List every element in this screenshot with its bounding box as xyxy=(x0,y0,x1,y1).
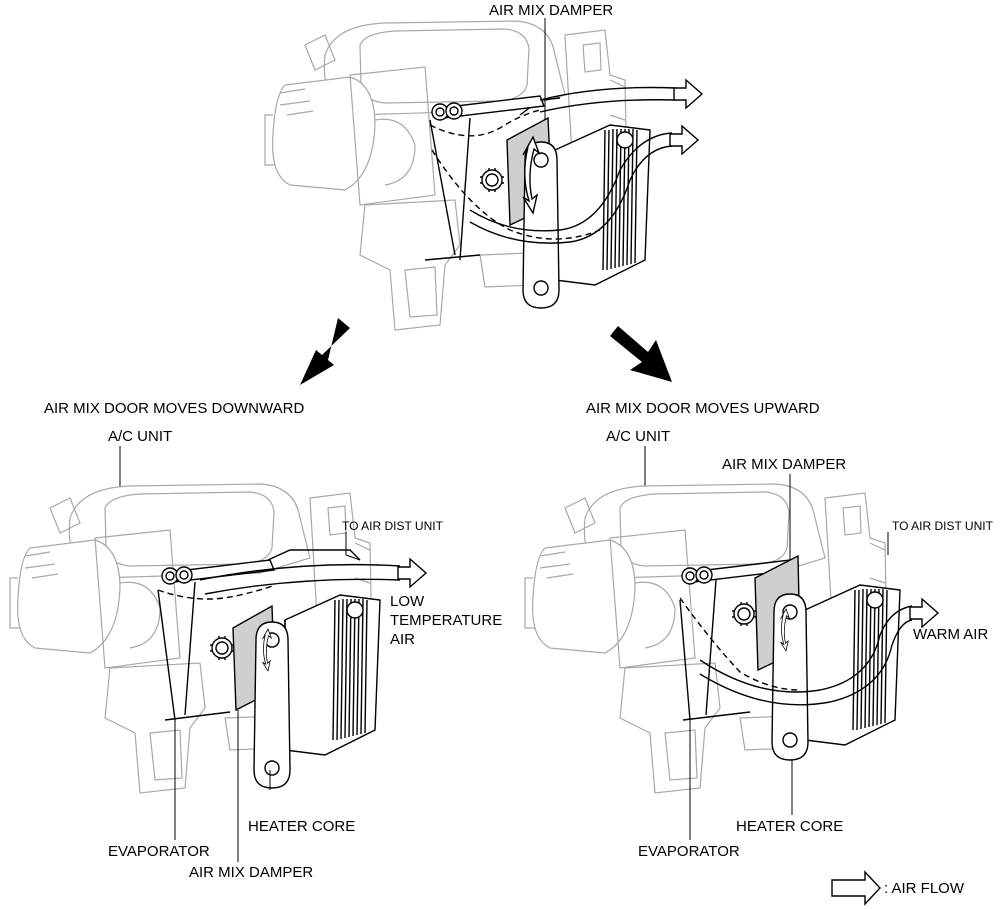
left-low-label: LOW xyxy=(390,593,425,610)
legend-air-flow-label: : AIR FLOW xyxy=(884,880,965,897)
top-diagram: AIR MIX DAMPER xyxy=(264,2,703,331)
right-evaporator-label: EVAPORATOR xyxy=(638,843,740,860)
left-heading: AIR MIX DOOR MOVES DOWNWARD xyxy=(44,400,304,417)
top-air-mix-damper-label: AIR MIX DAMPER xyxy=(489,2,613,19)
right-warm-air-label: WARM AIR xyxy=(913,626,988,643)
left-heater-core-label: HEATER CORE xyxy=(248,818,355,835)
right-ac-unit-label: A/C UNIT xyxy=(606,428,670,445)
left-to-air-dist-unit-label: TO AIR DIST UNIT xyxy=(342,519,444,533)
right-air-mix-damper-label: AIR MIX DAMPER xyxy=(722,456,846,473)
left-temperature-label: TEMPERATURE xyxy=(390,612,502,629)
right-to-air-dist-unit-label: TO AIR DIST UNIT xyxy=(892,519,994,533)
right-direction-arrow xyxy=(610,326,672,382)
left-diagram: A/C UNIT TO AIR DIST UNIT LOW TEMPERATUR… xyxy=(9,428,502,881)
air-flow-arrow-icon xyxy=(831,870,881,906)
legend: : AIR FLOW xyxy=(831,870,965,906)
right-heater-core-label: HEATER CORE xyxy=(736,818,843,835)
left-ac-unit-label: A/C UNIT xyxy=(108,428,172,445)
left-air-label: AIR xyxy=(390,631,415,648)
right-diagram: A/C UNIT AIR MIX DAMPER TO AIR DIST UNIT… xyxy=(524,428,994,860)
right-heading: AIR MIX DOOR MOVES UPWARD xyxy=(586,400,820,417)
left-evaporator-label: EVAPORATOR xyxy=(108,843,210,860)
left-direction-arrow xyxy=(300,318,350,385)
left-air-mix-damper-label: AIR MIX DAMPER xyxy=(189,864,313,881)
